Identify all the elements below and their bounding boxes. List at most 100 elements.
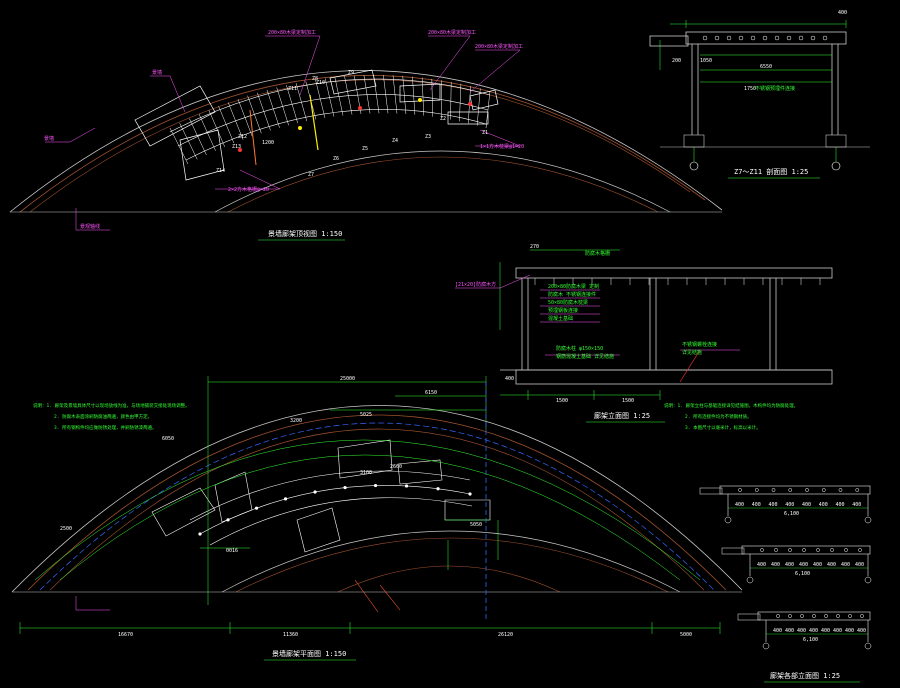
bp-dim-26120: 26120 — [498, 632, 513, 638]
bp-dim-5000: 5000 — [680, 632, 692, 638]
small-elev-hole — [800, 614, 804, 618]
z-label: Z5 — [362, 146, 368, 152]
small-elev-dim: 400 — [799, 562, 808, 568]
bp-dim-3200: 3200 — [290, 418, 302, 424]
bp-column — [373, 483, 378, 488]
small-elev-total: 6,100 — [795, 571, 810, 577]
elev-note-7: 钢筋混凝土基础 详见结施 — [556, 353, 614, 360]
elev-note-2: 防腐木 不锈钢连接件 — [548, 291, 596, 298]
small-elev-dim: 400 — [735, 502, 744, 508]
pergola-slat — [208, 109, 225, 147]
pergola-slat — [324, 78, 335, 117]
pergola-slat — [276, 87, 289, 126]
beam-hole — [738, 35, 744, 41]
small-elev-axis — [864, 642, 872, 650]
pergola-slat — [169, 127, 189, 165]
small-elev-hole — [754, 488, 759, 492]
small-elev-dim: 400 — [852, 502, 861, 508]
elev-bottom-1: 1500 — [556, 398, 568, 404]
small-elev-hole — [844, 548, 848, 552]
small-elev-dim: 400 — [769, 502, 778, 508]
bp-dim-3100: 3100 — [360, 470, 372, 476]
small-elev-dim: 400 — [752, 502, 761, 508]
small-elev-axis — [746, 576, 754, 584]
small-elev-hole — [860, 614, 864, 618]
small-elev-bracket — [699, 487, 723, 495]
note-right-2: 2. 所有连接件均为不锈钢材质。 — [685, 413, 752, 420]
bp-dim-2500: 2500 — [60, 526, 72, 532]
pergola-slat — [227, 102, 244, 140]
small-elev-dim: 400 — [819, 502, 828, 508]
top-leader-1: 景墙 — [152, 69, 162, 76]
beam-hole — [786, 35, 792, 41]
note-right-3: 3. 本图尺寸以毫米计，标高以米计。 — [685, 424, 761, 431]
pergola-slat — [431, 78, 433, 117]
elev-side-dim: 400 — [505, 376, 514, 382]
pergola-slat — [344, 76, 353, 115]
small-elev-dim: 400 — [827, 562, 836, 568]
pergola-slat — [189, 118, 207, 156]
small-elev-dim: 400 — [797, 628, 806, 634]
pergola-slat — [476, 88, 481, 126]
elev-title: 廊架立面图 1:25 — [594, 411, 650, 420]
small-elev-beam — [757, 611, 871, 621]
top-leader-2: 景墙 — [44, 135, 54, 142]
beam-hole — [714, 35, 720, 41]
small-elev-bracket — [737, 613, 761, 621]
small-elev-axis — [864, 516, 872, 524]
small-elev-hole — [805, 488, 809, 492]
small-elev-dim: 400 — [841, 562, 850, 568]
small-elev-hole — [816, 548, 820, 552]
beam-hole — [822, 35, 828, 41]
pergola-slat — [412, 76, 416, 115]
small-elev-hole — [760, 548, 764, 552]
elev-note-4: 预埋钢板连接 — [548, 307, 578, 314]
small-elev-dim: 400 — [773, 628, 782, 634]
bp-dim-16670: 16670 — [118, 632, 133, 638]
small-elev-hole — [788, 548, 792, 552]
elev-note-5: 混凝土基础 — [548, 315, 573, 322]
z-label: Z11 — [288, 86, 297, 92]
small-elev-dim: 400 — [802, 502, 811, 508]
small-elev-hole — [738, 488, 742, 492]
small-elev-hole — [858, 548, 862, 552]
bp-dim-5050: 5050 — [470, 522, 482, 528]
small-elev-dim: 400 — [785, 628, 794, 634]
small-elev-dim: 400 — [771, 562, 780, 568]
bp-column — [404, 484, 409, 488]
beam-hole — [774, 35, 780, 41]
notes-left: 说明：1. 廊架及景墙具体尺寸以现场放线为准，与场地铺装交接处现场调整。 2. … — [33, 402, 190, 431]
section-dim-top: 400 — [838, 10, 847, 16]
pergola-slat — [402, 75, 407, 115]
bp-column — [313, 490, 317, 494]
small-elev-hole — [802, 548, 806, 552]
small-elev-hole — [812, 614, 816, 618]
small-elev-dim: 400 — [845, 628, 854, 634]
small-elev-bracket — [721, 547, 745, 555]
top-note-4: 1×1方木枕梁@1=20 — [480, 143, 524, 150]
z-label: Z14 — [216, 168, 225, 174]
note-left-2: 2. 防腐木表面涂刷防腐油两遍，颜色由甲方定。 — [54, 413, 152, 420]
small-elev-hole — [771, 488, 776, 492]
pergola-slat — [295, 83, 308, 122]
elev-note-3: 50×80防腐木枕梁 — [548, 299, 588, 306]
small-elev-hole — [838, 488, 843, 492]
section-title: Z7～Z11 剖面图 1:25 — [734, 167, 808, 176]
small-elev-hole — [788, 614, 792, 618]
small-elev-title: 廊架各部立面图 1:25 — [770, 671, 840, 680]
top-arc-outer — [9, 70, 723, 213]
z-label: Z13 — [232, 144, 241, 150]
pergola-slat — [421, 77, 425, 116]
small-elev-hole — [788, 488, 793, 492]
pergola-slat — [286, 85, 298, 124]
small-elev-axis — [724, 516, 732, 524]
bottom-plan-columns — [198, 483, 472, 536]
pergola-slat — [247, 95, 262, 134]
top-arc-brown-1 — [19, 75, 706, 213]
pergola-slat — [363, 75, 371, 114]
bp-dim-6150: 6150 — [425, 390, 437, 396]
z-label: Z8 — [312, 76, 318, 82]
small-elev-hole — [776, 614, 780, 618]
